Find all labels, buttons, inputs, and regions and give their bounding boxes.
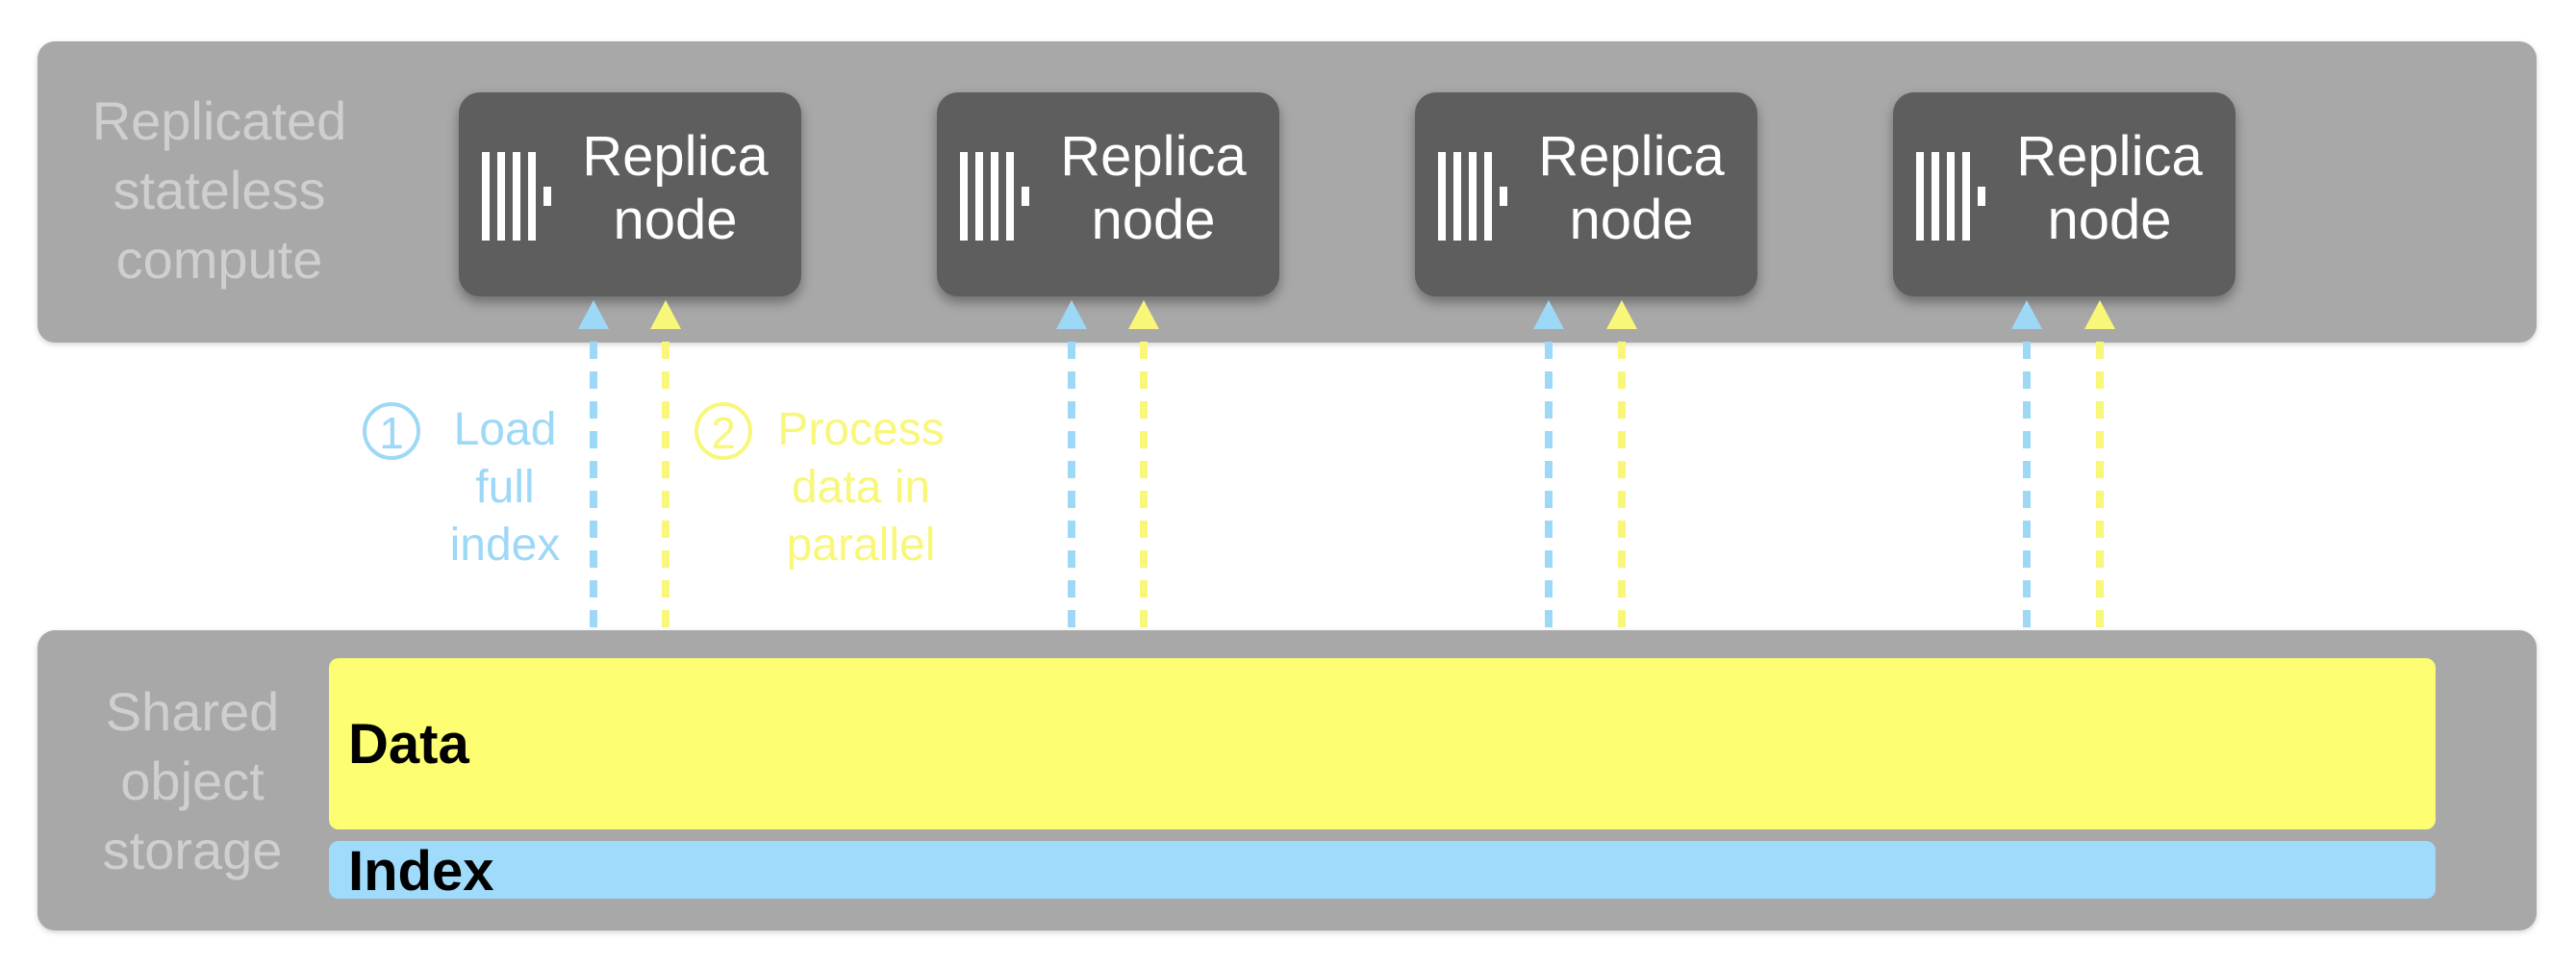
replica-node-1[interactable]: Replica node [459, 92, 801, 296]
replica-node-4[interactable]: Replica node [1893, 92, 2235, 296]
replica-node-3[interactable]: Replica node [1415, 92, 1757, 296]
clickhouse-logo-icon [1916, 152, 1985, 241]
data-storage-bar[interactable]: Data [329, 658, 2436, 829]
clickhouse-logo-icon [1438, 152, 1507, 241]
legend-load-text: Load full index [449, 404, 561, 571]
replica-node-label: Replica node [1538, 125, 1725, 251]
data-label: Data [348, 713, 469, 776]
replica-node-label: Replica node [1060, 125, 1247, 251]
replica-node-label: Replica node [2016, 125, 2203, 251]
load-arrow-1 [578, 300, 609, 627]
process-arrow-1 [650, 300, 681, 627]
legend-load-number: 1 [363, 402, 420, 460]
legend-process-text: Process data in parallel [777, 404, 945, 571]
compute-panel-label: Replicated stateless compute [91, 90, 347, 290]
load-arrow-4 [2011, 300, 2042, 627]
storage-panel-label: Shared object storage [102, 681, 283, 880]
clickhouse-logo-icon [960, 152, 1029, 241]
process-arrow-2 [1128, 300, 1159, 627]
process-arrow-3 [1606, 300, 1637, 627]
process-arrow-4 [2084, 300, 2115, 627]
legend-process-number: 2 [695, 402, 752, 460]
load-arrow-2 [1056, 300, 1087, 627]
clickhouse-logo-icon [482, 152, 551, 241]
index-storage-bar[interactable]: Index [329, 840, 2436, 903]
replica-node-label: Replica node [582, 125, 769, 251]
index-label: Index [348, 840, 494, 903]
replica-node-2[interactable]: Replica node [937, 92, 1279, 296]
load-arrow-3 [1533, 300, 1564, 627]
